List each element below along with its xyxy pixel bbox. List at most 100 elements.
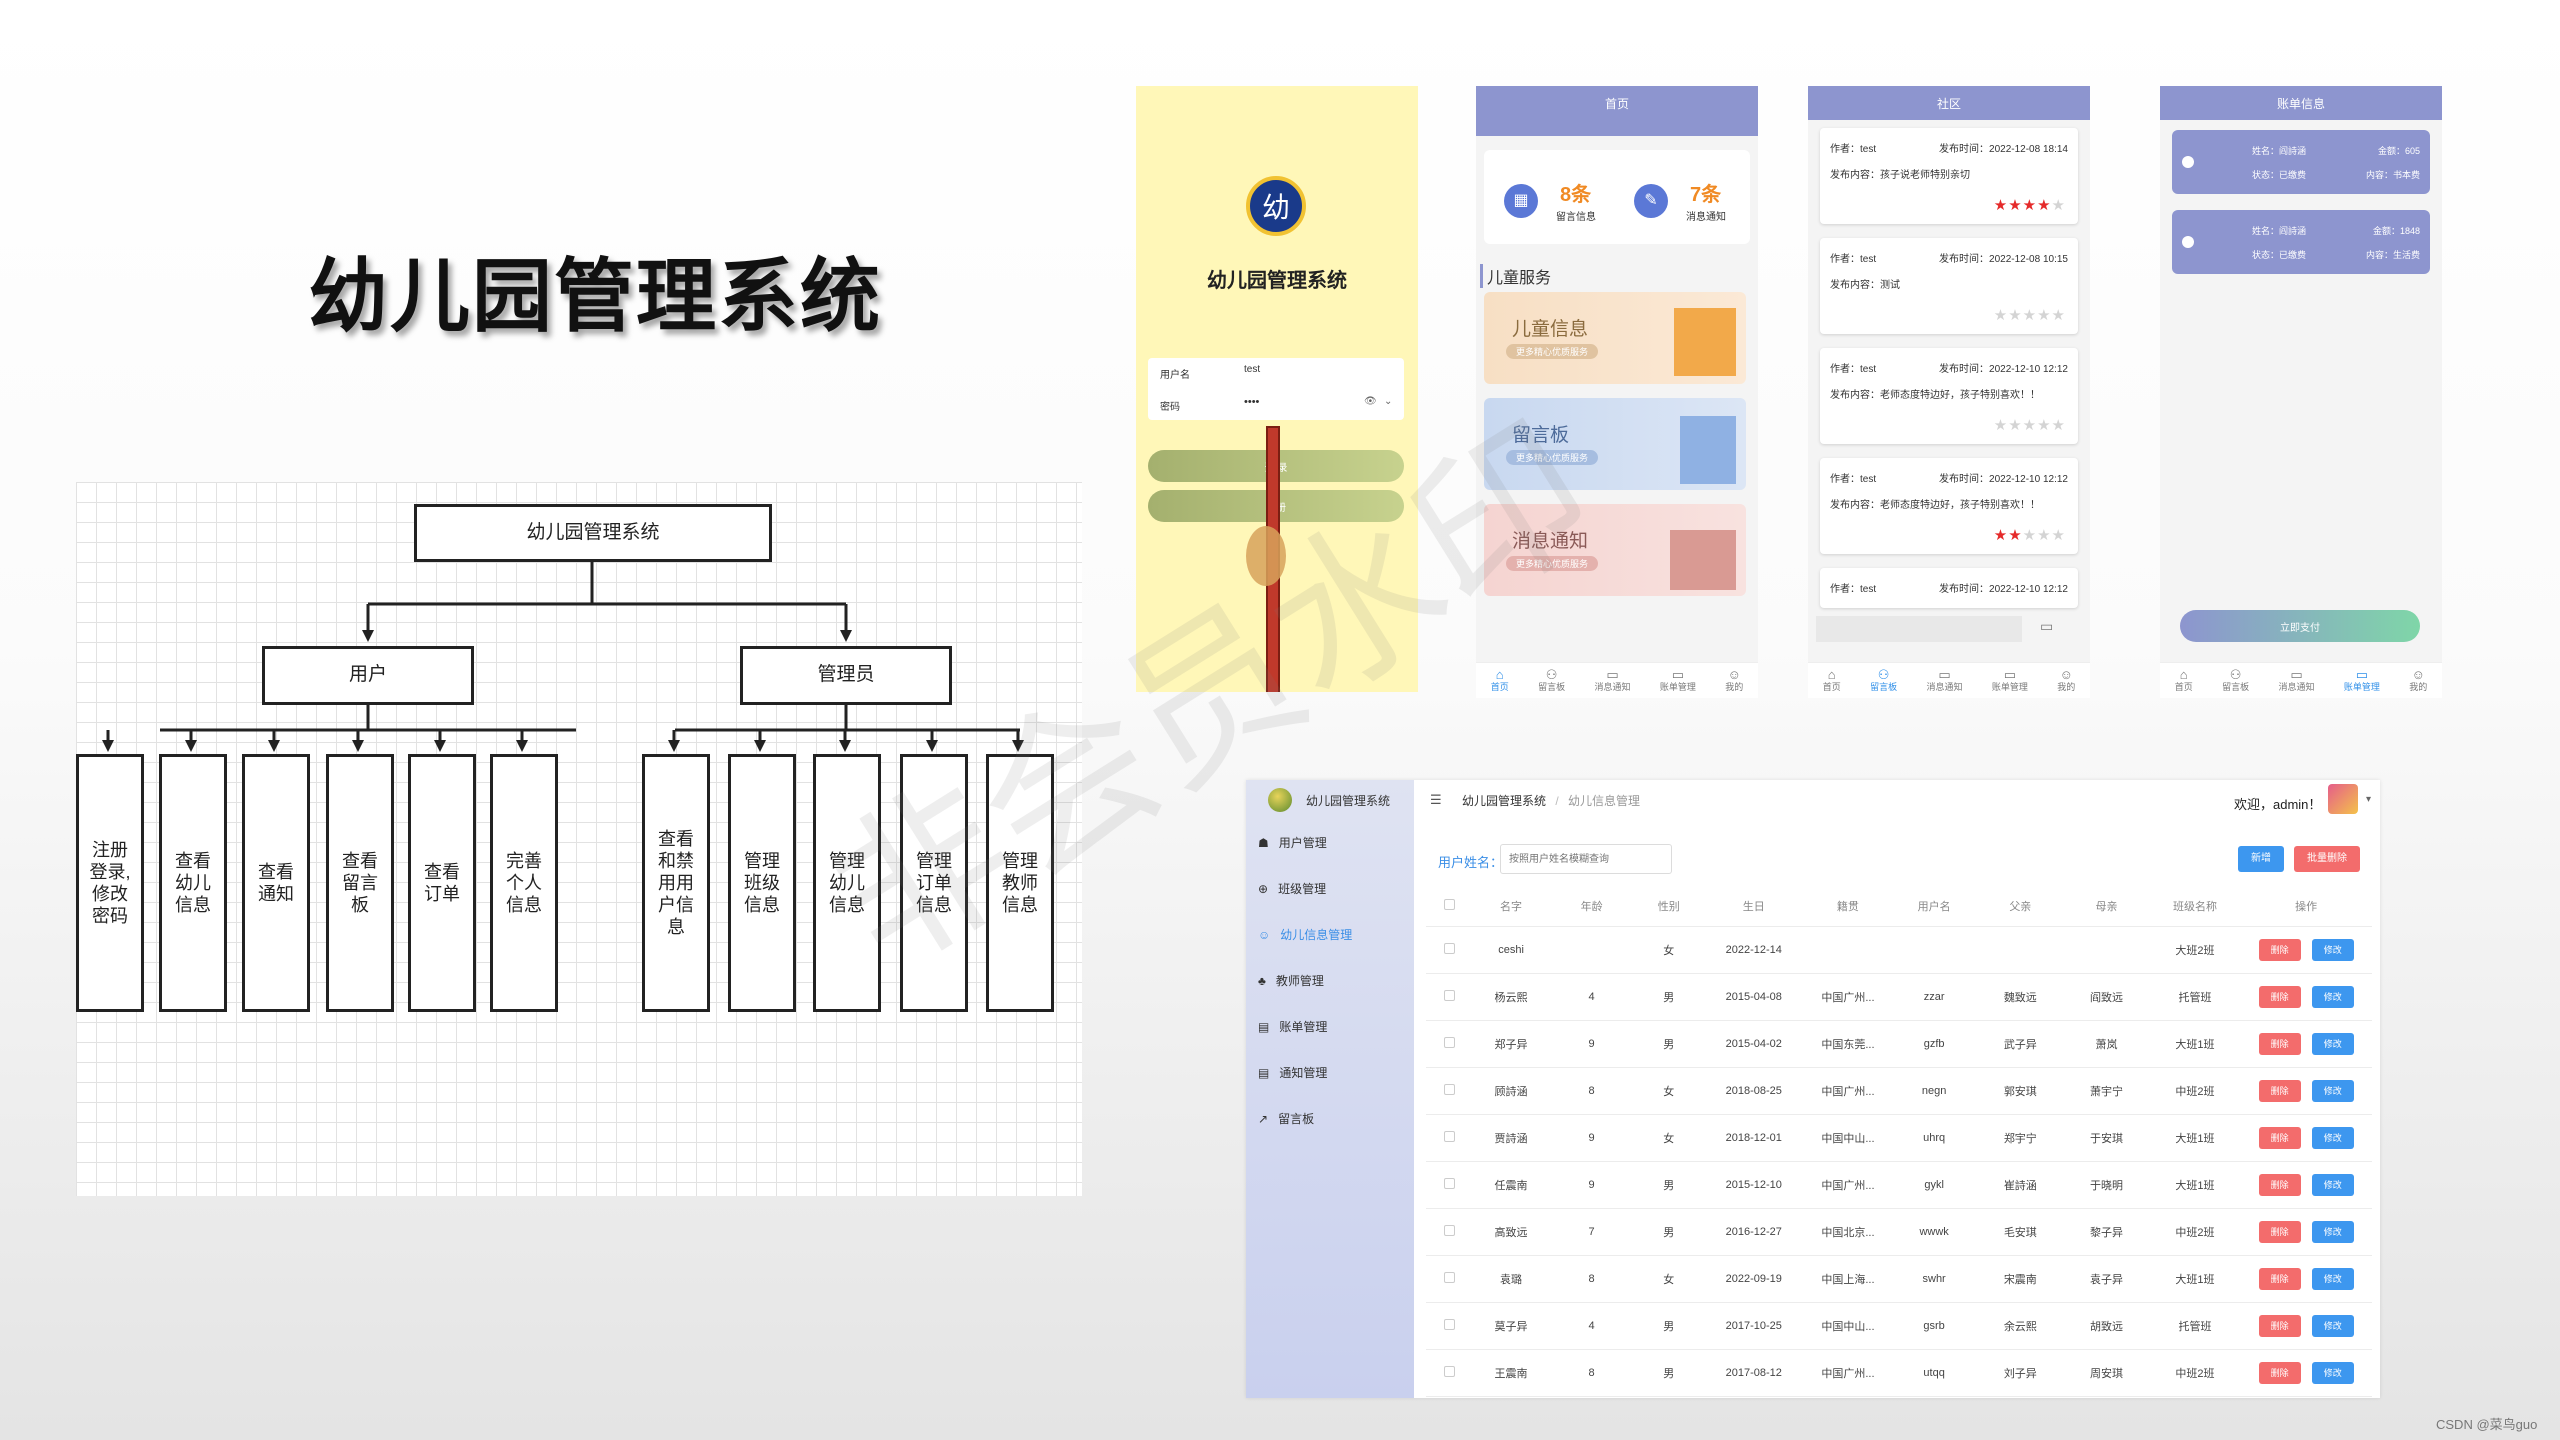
sidebar-item[interactable]: ♣教师管理 xyxy=(1258,973,1324,989)
edit-button[interactable]: 修改 xyxy=(2311,938,2354,961)
delete-button[interactable]: 删除 xyxy=(2258,1173,2301,1196)
row-checkbox[interactable] xyxy=(1426,1255,1474,1303)
row-checkbox[interactable] xyxy=(1426,1161,1474,1209)
delete-button[interactable]: 删除 xyxy=(2258,1032,2301,1055)
row-checkbox[interactable] xyxy=(1426,1020,1474,1068)
people-icon: ⚇ xyxy=(1877,667,1890,682)
row-checkbox[interactable] xyxy=(1426,1114,1474,1162)
table-cell: 余云熙 xyxy=(1977,1302,2064,1350)
edit-button[interactable]: 修改 xyxy=(2311,1126,2354,1149)
table-cell: 9 xyxy=(1548,1020,1635,1068)
sidebar-item[interactable]: ▤账单管理 xyxy=(1258,1019,1328,1035)
tab-notice[interactable]: ▭消息通知 xyxy=(1926,667,1963,693)
tab-home[interactable]: ⌂首页 xyxy=(1822,667,1841,693)
table-cell: 任震南 xyxy=(1473,1161,1549,1209)
page-title: 幼儿园管理系统 xyxy=(308,250,882,343)
service-card-notice[interactable]: 消息通知 更多精心优质服务 xyxy=(1484,504,1746,596)
sidebar-item[interactable]: ☺幼儿信息管理 xyxy=(1258,927,1353,943)
delete-button[interactable]: 删除 xyxy=(2258,1267,2301,1290)
radio-button[interactable] xyxy=(2182,236,2194,248)
sidebar-item[interactable]: ☗用户管理 xyxy=(1258,835,1327,851)
tab-bill[interactable]: ▭账单管理 xyxy=(2343,667,2380,693)
username-input[interactable]: test xyxy=(1244,364,1261,375)
tab-home[interactable]: ⌂首页 xyxy=(2174,667,2193,693)
delete-button[interactable]: 删除 xyxy=(2258,1361,2301,1384)
edit-button[interactable]: 修改 xyxy=(2311,1173,2354,1196)
comment-input[interactable] xyxy=(1816,616,2022,642)
service-card-message-board[interactable]: 留言板 更多精心优质服务 xyxy=(1484,398,1746,490)
table-cell: ceshi xyxy=(1473,926,1549,974)
menu-toggle-icon[interactable]: ☰ xyxy=(1430,792,1442,807)
caret-down-icon[interactable]: ▾ xyxy=(2366,794,2372,805)
rating-stars[interactable]: ★★★★★ xyxy=(1994,196,2066,214)
bill-icon: ▭ xyxy=(2003,667,2017,682)
edit-button[interactable]: 修改 xyxy=(2311,985,2354,1008)
row-checkbox[interactable] xyxy=(1426,1067,1474,1115)
edit-button[interactable]: 修改 xyxy=(2311,1220,2354,1243)
add-button[interactable]: 新增 xyxy=(2238,846,2284,872)
table-cell: 2015-04-08 xyxy=(1702,973,1805,1021)
delete-button[interactable]: 删除 xyxy=(2258,1220,2301,1243)
row-checkbox[interactable] xyxy=(1426,926,1474,974)
select-all-checkbox[interactable] xyxy=(1426,886,1474,927)
password-input[interactable]: •••• xyxy=(1244,396,1260,408)
table-cell: 托管班 xyxy=(2149,1302,2241,1350)
edit-button[interactable]: 修改 xyxy=(2311,1032,2354,1055)
pay-now-button[interactable]: 立即支付 xyxy=(2180,610,2420,642)
table-cell: 男 xyxy=(1634,1020,1703,1068)
tab-bill[interactable]: ▭账单管理 xyxy=(1659,667,1696,693)
row-checkbox[interactable] xyxy=(1426,973,1474,1021)
avatar[interactable] xyxy=(2328,784,2358,814)
edit-button[interactable]: 修改 xyxy=(2311,1361,2354,1384)
tab-message-board[interactable]: ⚇留言板 xyxy=(1538,667,1566,693)
table-cell: 中国北京... xyxy=(1804,1208,1892,1256)
tab-mine[interactable]: ☺我的 xyxy=(1725,667,1744,693)
tab-mine[interactable]: ☺我的 xyxy=(2409,667,2428,693)
kindergarten-logo: 幼 xyxy=(1246,176,1306,236)
search-input[interactable] xyxy=(1500,844,1672,874)
delete-button[interactable]: 删除 xyxy=(2258,1079,2301,1102)
breadcrumb-home[interactable]: 幼儿园管理系统 xyxy=(1462,794,1547,808)
tab-bill[interactable]: ▭账单管理 xyxy=(1991,667,2028,693)
chevron-down-icon[interactable]: ⌄ xyxy=(1384,396,1393,407)
delete-button[interactable]: 删除 xyxy=(2258,985,2301,1008)
radio-button[interactable] xyxy=(2182,156,2194,168)
row-checkbox[interactable] xyxy=(1426,1208,1474,1256)
sidebar-item[interactable]: ⊕班级管理 xyxy=(1258,881,1327,897)
tab-message-board[interactable]: ⚇留言板 xyxy=(1870,667,1898,693)
edit-button[interactable]: 修改 xyxy=(2311,1314,2354,1337)
comment-icon[interactable]: ▭ xyxy=(2040,618,2054,634)
row-checkbox[interactable] xyxy=(1426,1302,1474,1350)
batch-delete-button[interactable]: 批量删除 xyxy=(2294,846,2360,872)
table-cell: 郑子异 xyxy=(1473,1020,1549,1068)
delete-button[interactable]: 删除 xyxy=(2258,1126,2301,1149)
table-cell: 刘子异 xyxy=(1977,1349,2064,1397)
tab-message-board[interactable]: ⚇留言板 xyxy=(2222,667,2250,693)
delete-button[interactable]: 删除 xyxy=(2258,1314,2301,1337)
delete-button[interactable]: 删除 xyxy=(2258,938,2301,961)
edit-button[interactable]: 修改 xyxy=(2311,1267,2354,1290)
column-header: 籍贯 xyxy=(1804,886,1892,927)
row-checkbox[interactable] xyxy=(1426,1349,1474,1397)
tab-notice[interactable]: ▭消息通知 xyxy=(2278,667,2315,693)
tab-notice[interactable]: ▭消息通知 xyxy=(1594,667,1631,693)
tab-home[interactable]: ⌂首页 xyxy=(1490,667,1509,693)
eye-icon[interactable]: 👁 xyxy=(1364,396,1377,407)
tab-mine[interactable]: ☺我的 xyxy=(2057,667,2076,693)
sidebar-item[interactable]: ▤通知管理 xyxy=(1258,1065,1328,1081)
bill-header: 账单信息 xyxy=(2160,86,2442,120)
rating-stars[interactable]: ★★★★★ xyxy=(1994,306,2066,324)
rating-stars[interactable]: ★★★★★ xyxy=(1994,526,2066,544)
service-card-child-info[interactable]: 儿童信息 更多精心优质服务 xyxy=(1484,292,1746,384)
rating-stars[interactable]: ★★★★★ xyxy=(1994,416,2066,434)
sidebar-item[interactable]: ↗留言板 xyxy=(1258,1111,1315,1127)
diagram-connectors xyxy=(102,562,1024,752)
edit-button[interactable]: 修改 xyxy=(2311,1079,2354,1102)
